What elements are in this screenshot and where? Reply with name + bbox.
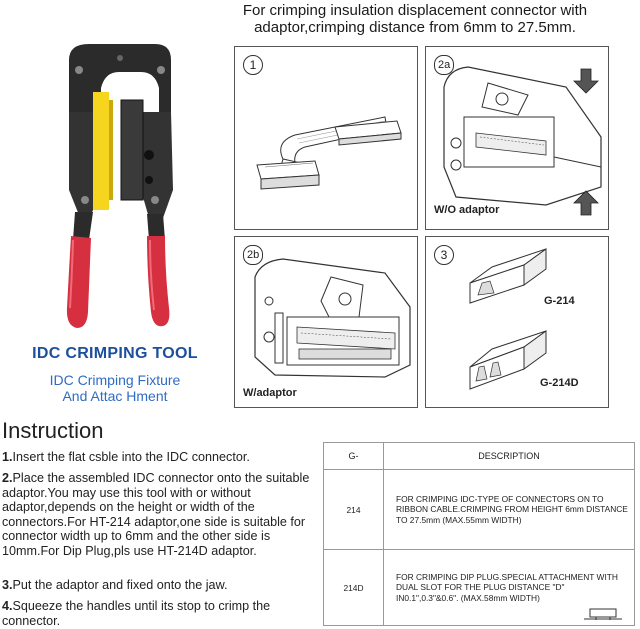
table-cell-description: FOR CRIMPING DIP PLUG.SPECIAL ATTACHMENT… xyxy=(383,549,635,626)
header-line-2: adaptor,crimping distance from 6mm to 27… xyxy=(254,19,576,36)
instruction-step-2: 2.Place the assembled IDC connector onto… xyxy=(2,471,320,558)
tool-without-adaptor-image xyxy=(443,66,602,216)
panel-1: 1 xyxy=(234,46,418,230)
tool-with-adaptor-image xyxy=(254,258,411,378)
spec-table: G- DESCRIPTION 214 FOR CRIMPING IDC-TYPE… xyxy=(323,442,635,626)
step-text: Squeeze the handles until its stop to cr… xyxy=(2,599,271,628)
step-text: Place the assembled IDC connector onto t… xyxy=(2,471,310,558)
tool-title: IDC CRIMPING TOOL xyxy=(32,345,198,362)
panel-number: 2a xyxy=(434,55,455,75)
panel-2b: 2b W/adaptor xyxy=(234,236,418,408)
adaptor-g214-image xyxy=(469,248,547,390)
instruction-step-3: 3.Put the adaptor and fixed onto the jaw… xyxy=(2,578,320,593)
table-cell-description: FOR CRIMPING IDC-TYPE OF CONNECTORS ON T… xyxy=(383,469,635,550)
ribbon-cable-image xyxy=(256,116,402,190)
panel-3: 3 G-214 G-214D xyxy=(425,236,609,408)
table-header-code: G- xyxy=(323,442,384,470)
panel-number: 1 xyxy=(243,55,263,75)
panel-3-label-top: G-214 xyxy=(544,295,575,307)
step-number: 2. xyxy=(2,471,13,485)
step-number: 3. xyxy=(2,578,13,592)
panel-2a: 2a W/O adaptor xyxy=(425,46,609,230)
table-cell-code: 214D xyxy=(323,549,384,626)
table-cell-description-text: FOR CRIMPING DIP PLUG.SPECIAL ATTACHMENT… xyxy=(396,571,618,603)
panel-number: 3 xyxy=(434,245,454,265)
step-number: 4. xyxy=(2,599,13,613)
crimping-tool-image xyxy=(66,44,173,328)
instruction-heading: Instruction xyxy=(2,418,104,443)
table-row: 214 FOR CRIMPING IDC-TYPE OF CONNECTORS … xyxy=(323,469,635,550)
instruction-step-4: 4.Squeeze the handles until its stop to … xyxy=(2,599,320,628)
step-text: Put the adaptor and fixed onto the jaw. xyxy=(12,578,228,592)
table-cell-code: 214 xyxy=(323,469,384,550)
tool-subtitle-line-1: IDC Crimping Fixture xyxy=(49,372,181,388)
step-text: Insert the flat csble into the IDC conne… xyxy=(12,450,250,464)
table-header-row: G- DESCRIPTION xyxy=(323,442,635,470)
header-line-1: For crimping insulation displacement con… xyxy=(242,2,588,19)
table-header-description: DESCRIPTION xyxy=(383,442,635,470)
dip-plug-distance-icon xyxy=(584,608,622,620)
panel-2a-label: W/O adaptor xyxy=(434,204,500,216)
step-number: 1. xyxy=(2,450,13,464)
table-row: 214D FOR CRIMPING DIP PLUG.SPECIAL ATTAC… xyxy=(323,549,635,626)
tool-subtitle-line-2: And Attac Hment xyxy=(62,388,168,404)
instruction-step-1: 1.Insert the flat csble into the IDC con… xyxy=(2,450,320,465)
panel-number: 2b xyxy=(243,245,264,265)
panel-3-label-bottom: G-214D xyxy=(540,377,579,389)
panel-2b-label: W/adaptor xyxy=(243,387,297,399)
